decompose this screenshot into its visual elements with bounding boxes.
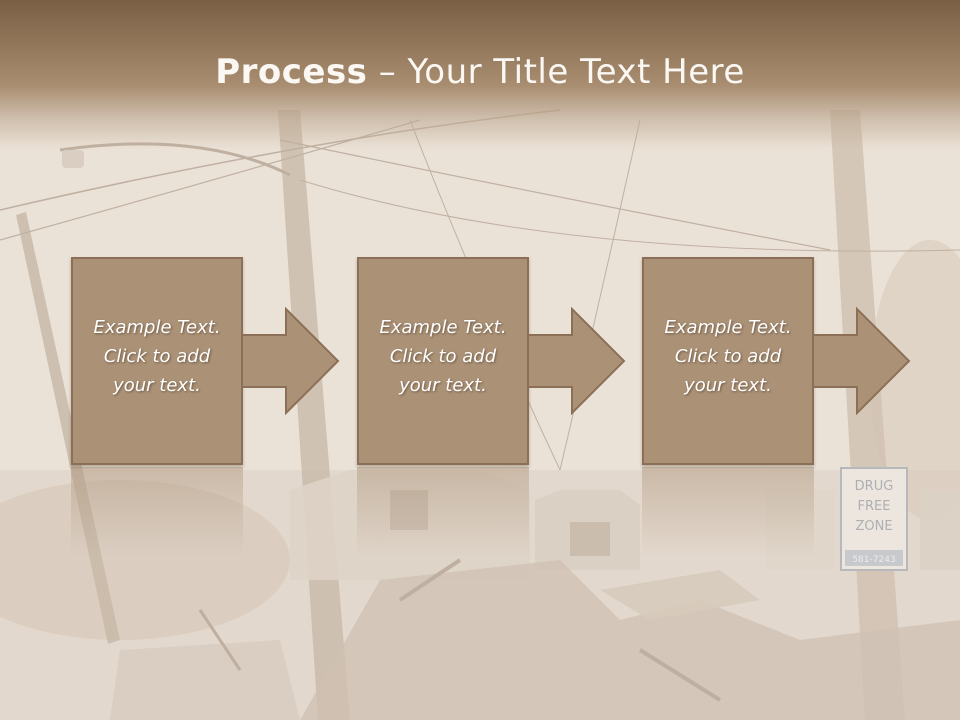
step-2-arrow	[528, 307, 626, 415]
step-2-text[interactable]: Example Text. Click to add your text.	[359, 313, 527, 400]
step-1-line-3: your text.	[113, 375, 201, 396]
sign-line-1: DRUG	[855, 479, 894, 494]
slide-title[interactable]: Process – Your Title Text Here	[0, 52, 960, 92]
sign-line-3: ZONE	[855, 519, 892, 534]
title-bar	[0, 0, 960, 150]
step-2-line-3: your text.	[399, 375, 487, 396]
step-3-arrow	[813, 307, 911, 415]
step-1-box[interactable]: Example Text. Click to add your text.	[71, 257, 243, 465]
step-1-arrow	[242, 307, 340, 415]
step-3-box[interactable]: Example Text. Click to add your text.	[642, 257, 814, 465]
sign-line-2: FREE	[858, 499, 891, 514]
step-3-text[interactable]: Example Text. Click to add your text.	[644, 313, 812, 400]
step-3-line-3: your text.	[684, 375, 772, 396]
step-1-text[interactable]: Example Text. Click to add your text.	[73, 313, 241, 400]
step-3-line-1: Example Text.	[664, 317, 792, 338]
step-2-box[interactable]: Example Text. Click to add your text.	[357, 257, 529, 465]
sign-number: 581-7243	[852, 555, 895, 565]
step-1-line-1: Example Text.	[93, 317, 221, 338]
step-3-reflection	[642, 467, 814, 557]
step-1-reflection	[71, 467, 243, 557]
title-rest: – Your Title Text Here	[367, 52, 745, 92]
step-2-line-2: Click to add	[389, 346, 497, 367]
step-3-line-2: Click to add	[674, 346, 782, 367]
step-2-reflection	[357, 467, 529, 557]
drug-free-zone-sign: DRUG FREE ZONE 581-7243	[840, 467, 908, 571]
step-1-line-2: Click to add	[103, 346, 211, 367]
title-bold: Process	[215, 52, 368, 92]
step-2-line-1: Example Text.	[379, 317, 507, 338]
